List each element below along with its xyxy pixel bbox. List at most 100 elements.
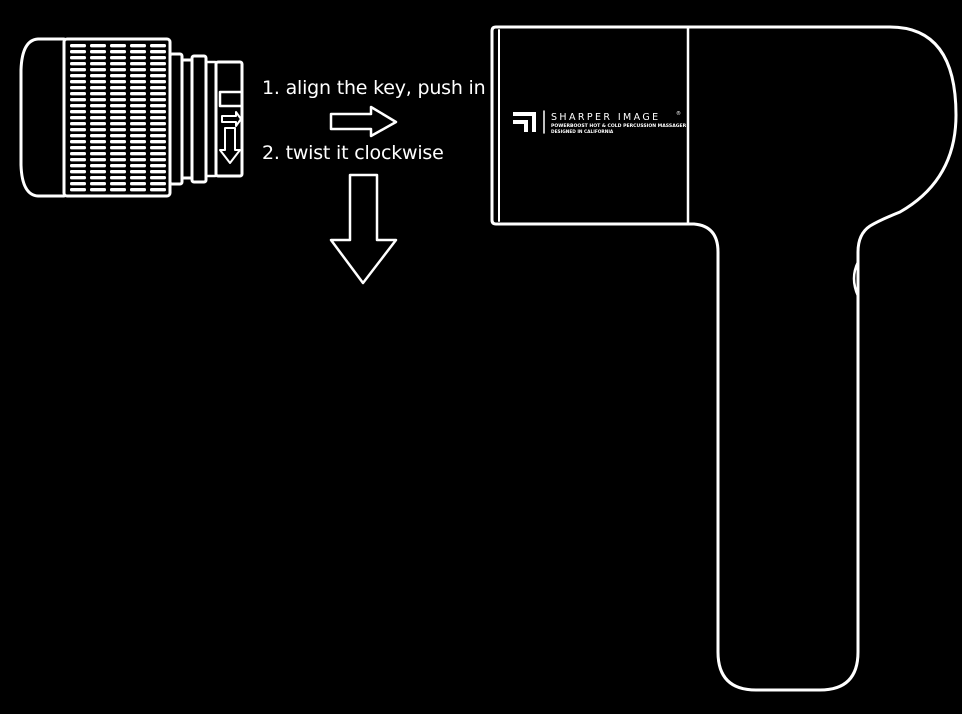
grip-ridge bbox=[110, 110, 126, 114]
grip-ridge bbox=[130, 182, 146, 186]
grip-ridge bbox=[110, 98, 126, 102]
grip-ridge bbox=[110, 152, 126, 156]
grip-ridge bbox=[70, 68, 86, 72]
grip-ridge bbox=[130, 188, 146, 192]
grip-ridge bbox=[110, 74, 126, 78]
grip-ridge bbox=[130, 44, 146, 48]
grip-ridge bbox=[150, 176, 166, 180]
grip-ridge bbox=[150, 134, 166, 138]
grip-ridge bbox=[90, 44, 106, 48]
grip-ridge bbox=[150, 170, 166, 174]
grip-ridge bbox=[90, 86, 106, 90]
grip-ridge bbox=[110, 146, 126, 150]
grip-ridge bbox=[150, 122, 166, 126]
grip-ridge bbox=[90, 62, 106, 66]
grip-ridge bbox=[150, 164, 166, 168]
grip-ridge bbox=[130, 56, 146, 60]
grip-ridge bbox=[130, 50, 146, 54]
grip-ridge bbox=[70, 80, 86, 84]
grip-ridge bbox=[90, 158, 106, 162]
grip-ridge bbox=[70, 44, 86, 48]
grip-ridge bbox=[110, 140, 126, 144]
brand-product-line: POWERBOOST HOT & COLD PERCUSSION MASSAGE… bbox=[551, 123, 687, 129]
grip-ridge bbox=[150, 188, 166, 192]
grip-ridge bbox=[130, 74, 146, 78]
grip-ridge bbox=[90, 92, 106, 96]
grip-ridge bbox=[90, 146, 106, 150]
brand-name: SHARPER IMAGE bbox=[551, 112, 661, 123]
massager-grip-bump bbox=[852, 260, 860, 298]
grip-ridge bbox=[110, 116, 126, 120]
brand-tagline: DESIGNED IN CALIFORNIA bbox=[551, 129, 614, 135]
grip-ridge bbox=[70, 140, 86, 144]
grip-ridge bbox=[110, 122, 126, 126]
grip-ridge bbox=[130, 68, 146, 72]
grip-ridge bbox=[70, 74, 86, 78]
grip-ridge bbox=[150, 68, 166, 72]
grip-ridge bbox=[90, 140, 106, 144]
grip-ridge bbox=[150, 86, 166, 90]
grip-ridge bbox=[70, 92, 86, 96]
grip-ridge bbox=[130, 164, 146, 168]
grip-ridge bbox=[150, 116, 166, 120]
grip-ridge bbox=[110, 188, 126, 192]
grip-ridge bbox=[130, 140, 146, 144]
shaft-arrow-right-icon bbox=[221, 111, 242, 127]
grip-ridge bbox=[150, 98, 166, 102]
grip-ridge bbox=[90, 122, 106, 126]
grip-ridge bbox=[150, 182, 166, 186]
grip-ridge bbox=[130, 122, 146, 126]
grip-ridge bbox=[110, 62, 126, 66]
brand-registered-mark: ® bbox=[676, 110, 681, 117]
shaft-arrow-down-icon bbox=[219, 127, 241, 164]
grip-ridge bbox=[130, 104, 146, 108]
massager-device: SHARPER IMAGE ® POWERBOOST HOT & COLD PE… bbox=[490, 25, 958, 692]
grip-ridge bbox=[110, 44, 126, 48]
attachment-key-slot bbox=[218, 90, 244, 108]
grip-ridge bbox=[90, 188, 106, 192]
attachment-ring bbox=[190, 54, 208, 184]
grip-ridge bbox=[150, 56, 166, 60]
grip-ridge bbox=[70, 56, 86, 60]
grip-ridge bbox=[70, 50, 86, 54]
grip-ridge bbox=[130, 146, 146, 150]
grip-ridge bbox=[130, 116, 146, 120]
grip-ridge bbox=[90, 110, 106, 114]
arrow-down-icon bbox=[329, 173, 398, 285]
grip-ridge bbox=[70, 110, 86, 114]
grip-ridge bbox=[90, 74, 106, 78]
instruction-step-2: 2. twist it clockwise bbox=[262, 142, 444, 164]
grip-ridge bbox=[130, 128, 146, 132]
grip-ridge bbox=[110, 182, 126, 186]
grip-ridge bbox=[90, 134, 106, 138]
grip-ridge bbox=[110, 104, 126, 108]
grip-ridge bbox=[130, 152, 146, 156]
massage-head-attachment bbox=[19, 37, 244, 198]
grip-ridge bbox=[110, 134, 126, 138]
grip-ridge bbox=[110, 92, 126, 96]
grip-ridge bbox=[110, 50, 126, 54]
grip-ridge bbox=[70, 104, 86, 108]
grip-ridge bbox=[70, 62, 86, 66]
grip-ridge bbox=[70, 128, 86, 132]
grip-ridge bbox=[70, 164, 86, 168]
grip-ridge bbox=[90, 68, 106, 72]
grip-ridge bbox=[70, 188, 86, 192]
grip-ridge bbox=[110, 170, 126, 174]
brand-logo: SHARPER IMAGE ® POWERBOOST HOT & COLD PE… bbox=[513, 110, 687, 135]
arrow-right-icon bbox=[329, 105, 398, 138]
grip-ridge bbox=[70, 158, 86, 162]
grip-ridge bbox=[90, 80, 106, 84]
grip-ridge bbox=[130, 134, 146, 138]
grip-ridge bbox=[130, 80, 146, 84]
grip-ridge bbox=[90, 176, 106, 180]
grip-ridge bbox=[70, 146, 86, 150]
grip-ridge bbox=[90, 128, 106, 132]
grip-ridge bbox=[150, 146, 166, 150]
grip-ridge bbox=[110, 158, 126, 162]
grip-ridge bbox=[90, 98, 106, 102]
grip-ridge bbox=[90, 56, 106, 60]
grip-ridge bbox=[110, 68, 126, 72]
grip-ridge bbox=[70, 122, 86, 126]
